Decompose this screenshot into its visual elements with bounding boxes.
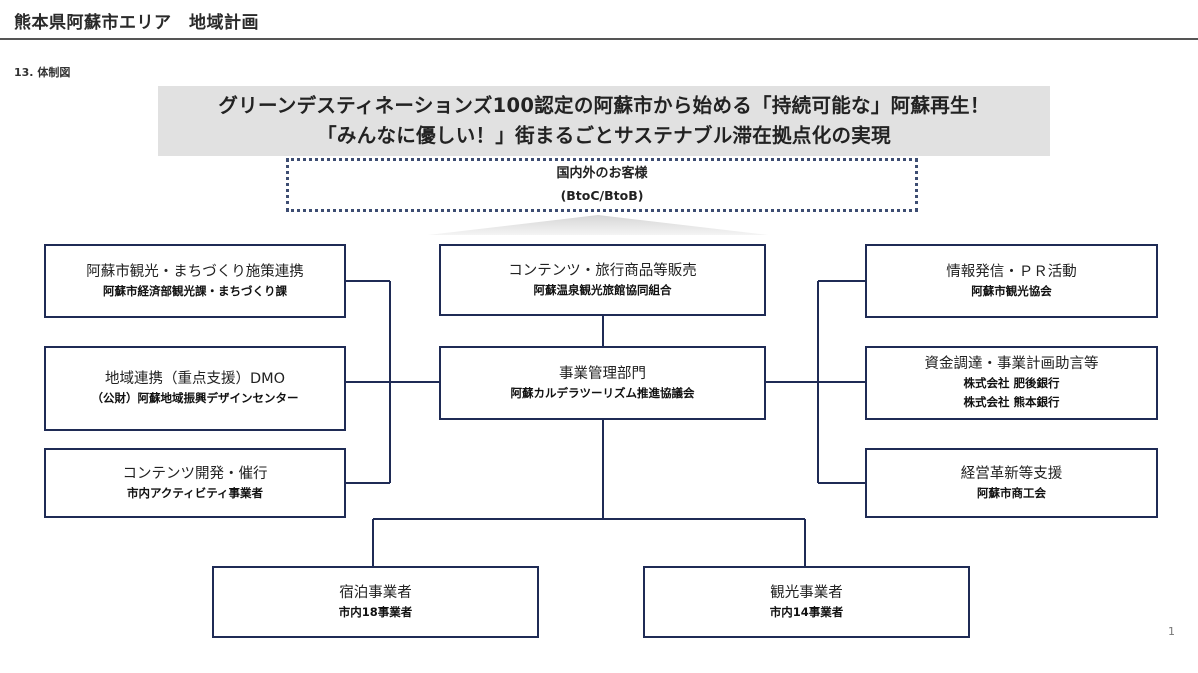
customers-title: 国内外のお客様	[556, 166, 648, 181]
box-member: （公財）阿蘇地域振興デザインセンター	[91, 391, 299, 405]
box-member: 市内18事業者	[338, 604, 413, 619]
box-member: 阿蘇市商工会	[977, 485, 1046, 500]
box-finance: 資金調達・事業計画助言等 株式会社 肥後銀行 株式会社 熊本銀行	[865, 346, 1158, 420]
page-number: 1	[1168, 625, 1175, 638]
box-member: 市内14事業者	[769, 604, 844, 619]
box-role: 阿蘇市観光・まちづくり施策連携	[86, 263, 304, 280]
box-role: 情報発信・ＰＲ活動	[946, 263, 1077, 280]
box-role: コンテンツ開発・催行	[122, 465, 268, 482]
customers-box: 国内外のお客様 (BtoC/BtoB)	[286, 158, 918, 212]
box-member: 阿蘇カルデラツーリズム推進協議会	[510, 385, 695, 400]
box-member: 市内アクティビティ事業者	[126, 485, 264, 500]
box-role: 事業管理部門	[559, 365, 646, 382]
customers-subtitle: (BtoC/BtoB)	[560, 188, 644, 203]
box-management: 事業管理部門 阿蘇カルデラツーリズム推進協議会	[439, 346, 766, 420]
box-role: 観光事業者	[770, 584, 843, 601]
box-role: 地域連携（重点支援）DMO	[104, 371, 286, 387]
customer-connector-wedge	[428, 215, 768, 235]
box-member: 株式会社 肥後銀行	[963, 376, 1060, 390]
vision-line-2: 「みんなに優しい！」街まるごとサステナブル滞在拠点化の実現	[317, 124, 891, 147]
box-role: 宿泊事業者	[339, 584, 412, 601]
box-accommodation: 宿泊事業者 市内18事業者	[212, 566, 539, 638]
box-member: 阿蘇市経済部観光課・まちづくり課	[103, 283, 287, 298]
vision-banner: グリーンデスティネーションズ100認定の阿蘇市から始める「持続可能な」阿蘇再生！…	[158, 86, 1050, 156]
box-role: 資金調達・事業計画助言等	[924, 356, 1099, 372]
box-pr: 情報発信・ＰＲ活動 阿蘇市観光協会	[865, 244, 1158, 318]
box-role: 経営革新等支援	[960, 465, 1063, 482]
box-member: 阿蘇温泉観光旅館協同組合	[533, 282, 672, 297]
page-title: 熊本県阿蘇市エリア 地域計画	[14, 13, 259, 33]
box-role: コンテンツ・旅行商品等販売	[508, 262, 697, 279]
box-content-development: コンテンツ開発・催行 市内アクティビティ事業者	[44, 448, 346, 518]
box-management-support: 経営革新等支援 阿蘇市商工会	[865, 448, 1158, 518]
header-divider	[0, 38, 1198, 40]
box-member: 株式会社 熊本銀行	[963, 395, 1060, 409]
box-dmo: 地域連携（重点支援）DMO （公財）阿蘇地域振興デザインセンター	[44, 346, 346, 431]
box-aso-city-policy: 阿蘇市観光・まちづくり施策連携 阿蘇市経済部観光課・まちづくり課	[44, 244, 346, 318]
vision-line-1: グリーンデスティネーションズ100認定の阿蘇市から始める「持続可能な」阿蘇再生！	[218, 94, 990, 117]
box-sales: コンテンツ・旅行商品等販売 阿蘇温泉観光旅館協同組合	[439, 244, 766, 316]
box-member: 阿蘇市観光協会	[971, 283, 1052, 298]
box-tourism-operators: 観光事業者 市内14事業者	[643, 566, 970, 638]
section-label: 13. 体制図	[14, 66, 71, 79]
